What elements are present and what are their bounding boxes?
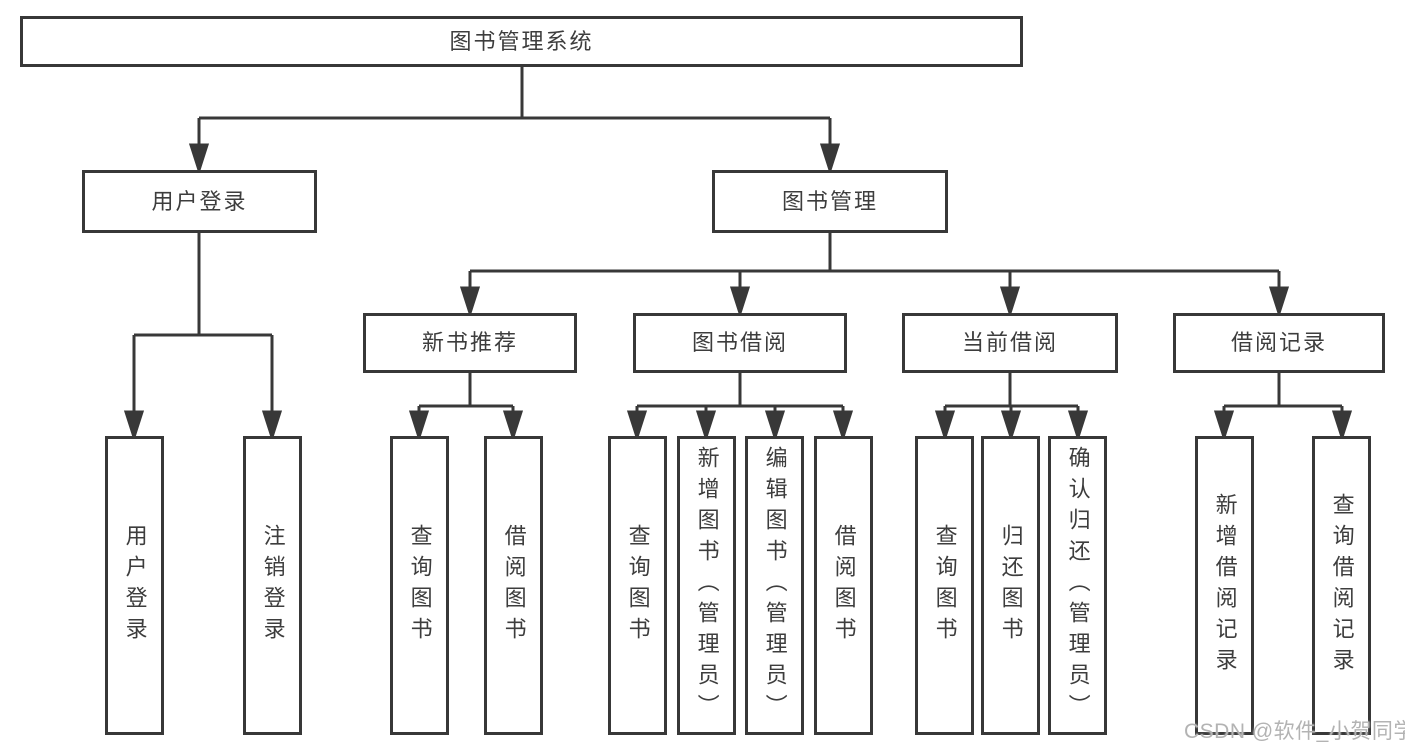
leaf-add-borrow-record: 新增借阅记录	[1195, 436, 1254, 735]
leaf-add-books-admin: 新增图书（管理员）	[677, 436, 736, 735]
node-library-management-system: 图书管理系统	[20, 16, 1023, 67]
leaf-label: 查询图书	[932, 523, 958, 648]
node-current-borrowing: 当前借阅	[902, 313, 1118, 373]
leaf-label: 查询借阅记录	[1329, 492, 1355, 679]
leaf-label: 新增图书（管理员）	[694, 446, 720, 725]
node-label: 图书管理系统	[449, 28, 594, 54]
leaf-label: 查询图书	[625, 523, 651, 648]
leaf-label: 用户登录	[122, 523, 148, 648]
connector-borrowing-records-to-leaves	[1213, 373, 1353, 442]
leaf-label: 查询图书	[407, 523, 433, 648]
node-label: 图书管理	[781, 188, 878, 214]
leaf-label: 编辑图书（管理员）	[762, 446, 788, 725]
leaf-query-books-recommendation: 查询图书	[390, 436, 449, 735]
leaf-label: 注销登录	[260, 523, 286, 648]
leaf-borrow-books-recommendation: 借阅图书	[484, 436, 543, 735]
connector-user-login-to-leaves	[123, 233, 283, 442]
node-book-borrowing: 图书借阅	[633, 313, 847, 373]
leaf-query-borrow-record: 查询借阅记录	[1312, 436, 1371, 735]
leaf-label: 新增借阅记录	[1212, 492, 1238, 679]
leaf-user-login: 用户登录	[105, 436, 164, 735]
leaf-label: 借阅图书	[831, 523, 857, 648]
connector-new-book-recommendation-to-leaves	[408, 373, 524, 442]
connector-book-management-to-level3	[459, 233, 1290, 318]
connector-current-borrowing-to-leaves	[934, 373, 1089, 442]
leaf-query-books-current: 查询图书	[915, 436, 974, 735]
leaf-logout-login: 注销登录	[243, 436, 302, 735]
node-label: 图书借阅	[691, 330, 788, 355]
leaf-edit-books-admin: 编辑图书（管理员）	[745, 436, 804, 735]
node-label: 借阅记录	[1230, 330, 1327, 355]
leaf-label: 确认归还（管理员）	[1065, 446, 1091, 725]
node-book-management: 图书管理	[712, 170, 948, 233]
connector-root-to-level2	[188, 67, 841, 175]
node-borrowing-records: 借阅记录	[1173, 313, 1385, 373]
leaf-borrow-books-borrowing: 借阅图书	[814, 436, 873, 735]
watermark: CSDN @软件_小贺同学	[1184, 720, 1405, 743]
leaf-return-books: 归还图书	[981, 436, 1040, 735]
node-label: 用户登录	[151, 188, 248, 214]
leaf-confirm-return-admin: 确认归还（管理员）	[1048, 436, 1107, 735]
leaf-query-books-borrowing: 查询图书	[608, 436, 667, 735]
connector-book-borrowing-to-leaves	[626, 373, 854, 442]
leaf-label: 借阅图书	[501, 523, 527, 648]
node-label: 新书推荐	[421, 330, 518, 355]
node-label: 当前借阅	[961, 330, 1058, 355]
node-user-login: 用户登录	[82, 170, 317, 233]
leaf-label: 归还图书	[998, 523, 1024, 648]
node-new-book-recommendation: 新书推荐	[363, 313, 577, 373]
